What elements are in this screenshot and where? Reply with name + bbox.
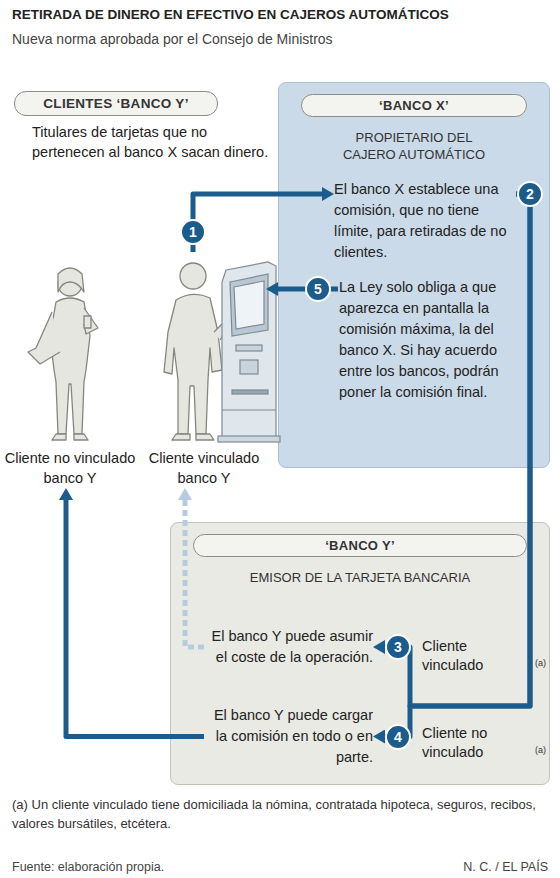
flow-arrow <box>193 194 326 252</box>
text-box: El banco X establece una comisión, que n… <box>334 179 516 263</box>
label-text: N. C. / EL PAÍS <box>348 858 548 876</box>
flow-arrow <box>381 194 530 737</box>
node-text: La Ley solo obliga a que aparezca en pan… <box>339 277 519 403</box>
panel-heading: ‘BANCO Y’ <box>193 534 527 557</box>
callout-number: 2 <box>517 181 543 207</box>
bank-panel: ‘BANCO X’ PROPIETARIO DEL CAJERO AUTOMÁTI… <box>278 82 550 468</box>
figure-label: Cliente vinculado banco Y <box>138 448 270 488</box>
person-figure <box>0 252 140 448</box>
text-box: El banco Y puede asumir el coste de la o… <box>204 626 373 668</box>
label-text: Titulares de tarjetas que no pertenecen … <box>32 122 272 162</box>
person-figure <box>138 252 270 448</box>
figure-label: Cliente no vinculado banco Y <box>0 448 140 488</box>
client-figure: Cliente no vinculado banco Y <box>0 252 140 488</box>
text-box: La Ley solo obliga a que aparezca en pan… <box>339 277 519 403</box>
heading-pill: CLIENTES ‘BANCO Y’ <box>14 91 218 116</box>
flow-arrow <box>381 194 530 706</box>
heading-pill-text: CLIENTES ‘BANCO Y’ <box>14 91 218 116</box>
node-text: El banco X establece una comisión, que n… <box>334 179 516 263</box>
footnote-mark: (a) <box>535 658 546 668</box>
flow-arrow <box>185 496 204 647</box>
panel-caption: EMISOR DE LA TARJETA BANCARIA <box>227 570 493 587</box>
label-text: Fuente: elaboración propia. <box>12 858 312 876</box>
flow-arrow <box>66 496 204 737</box>
label-text: Cliente no vinculado <box>422 724 532 762</box>
callout-number: 1 <box>180 219 206 245</box>
label-text: Nueva norma aprobada por el Consejo de M… <box>12 30 552 48</box>
atm <box>218 262 280 442</box>
callout-number: 4 <box>385 724 411 750</box>
client-figure: Cliente vinculado banco Y <box>138 252 270 488</box>
panel-caption: PROPIETARIO DEL CAJERO AUTOMÁTICO <box>335 130 493 164</box>
bank-panel: ‘BANCO Y’ EMISOR DE LA TARJETA BANCARIA El… <box>170 522 550 785</box>
panel-heading: ‘BANCO X’ <box>301 94 527 117</box>
title: RETIRADA DE DINERO EN EFECTIVO EN CAJERO… <box>12 7 552 22</box>
text-box: El banco Y puede cargar la comisión en t… <box>204 705 373 768</box>
node-text: El banco Y puede cargar la comisión en t… <box>204 705 373 768</box>
footnote-mark: (a) <box>535 745 546 755</box>
node-text: El banco Y puede asumir el coste de la o… <box>204 626 373 668</box>
label-text: (a) Un cliente vinculado tiene domicilia… <box>12 795 548 833</box>
callout-number: 5 <box>305 276 331 302</box>
label-text: Cliente vinculado <box>422 637 532 675</box>
callout-number: 3 <box>385 634 411 660</box>
